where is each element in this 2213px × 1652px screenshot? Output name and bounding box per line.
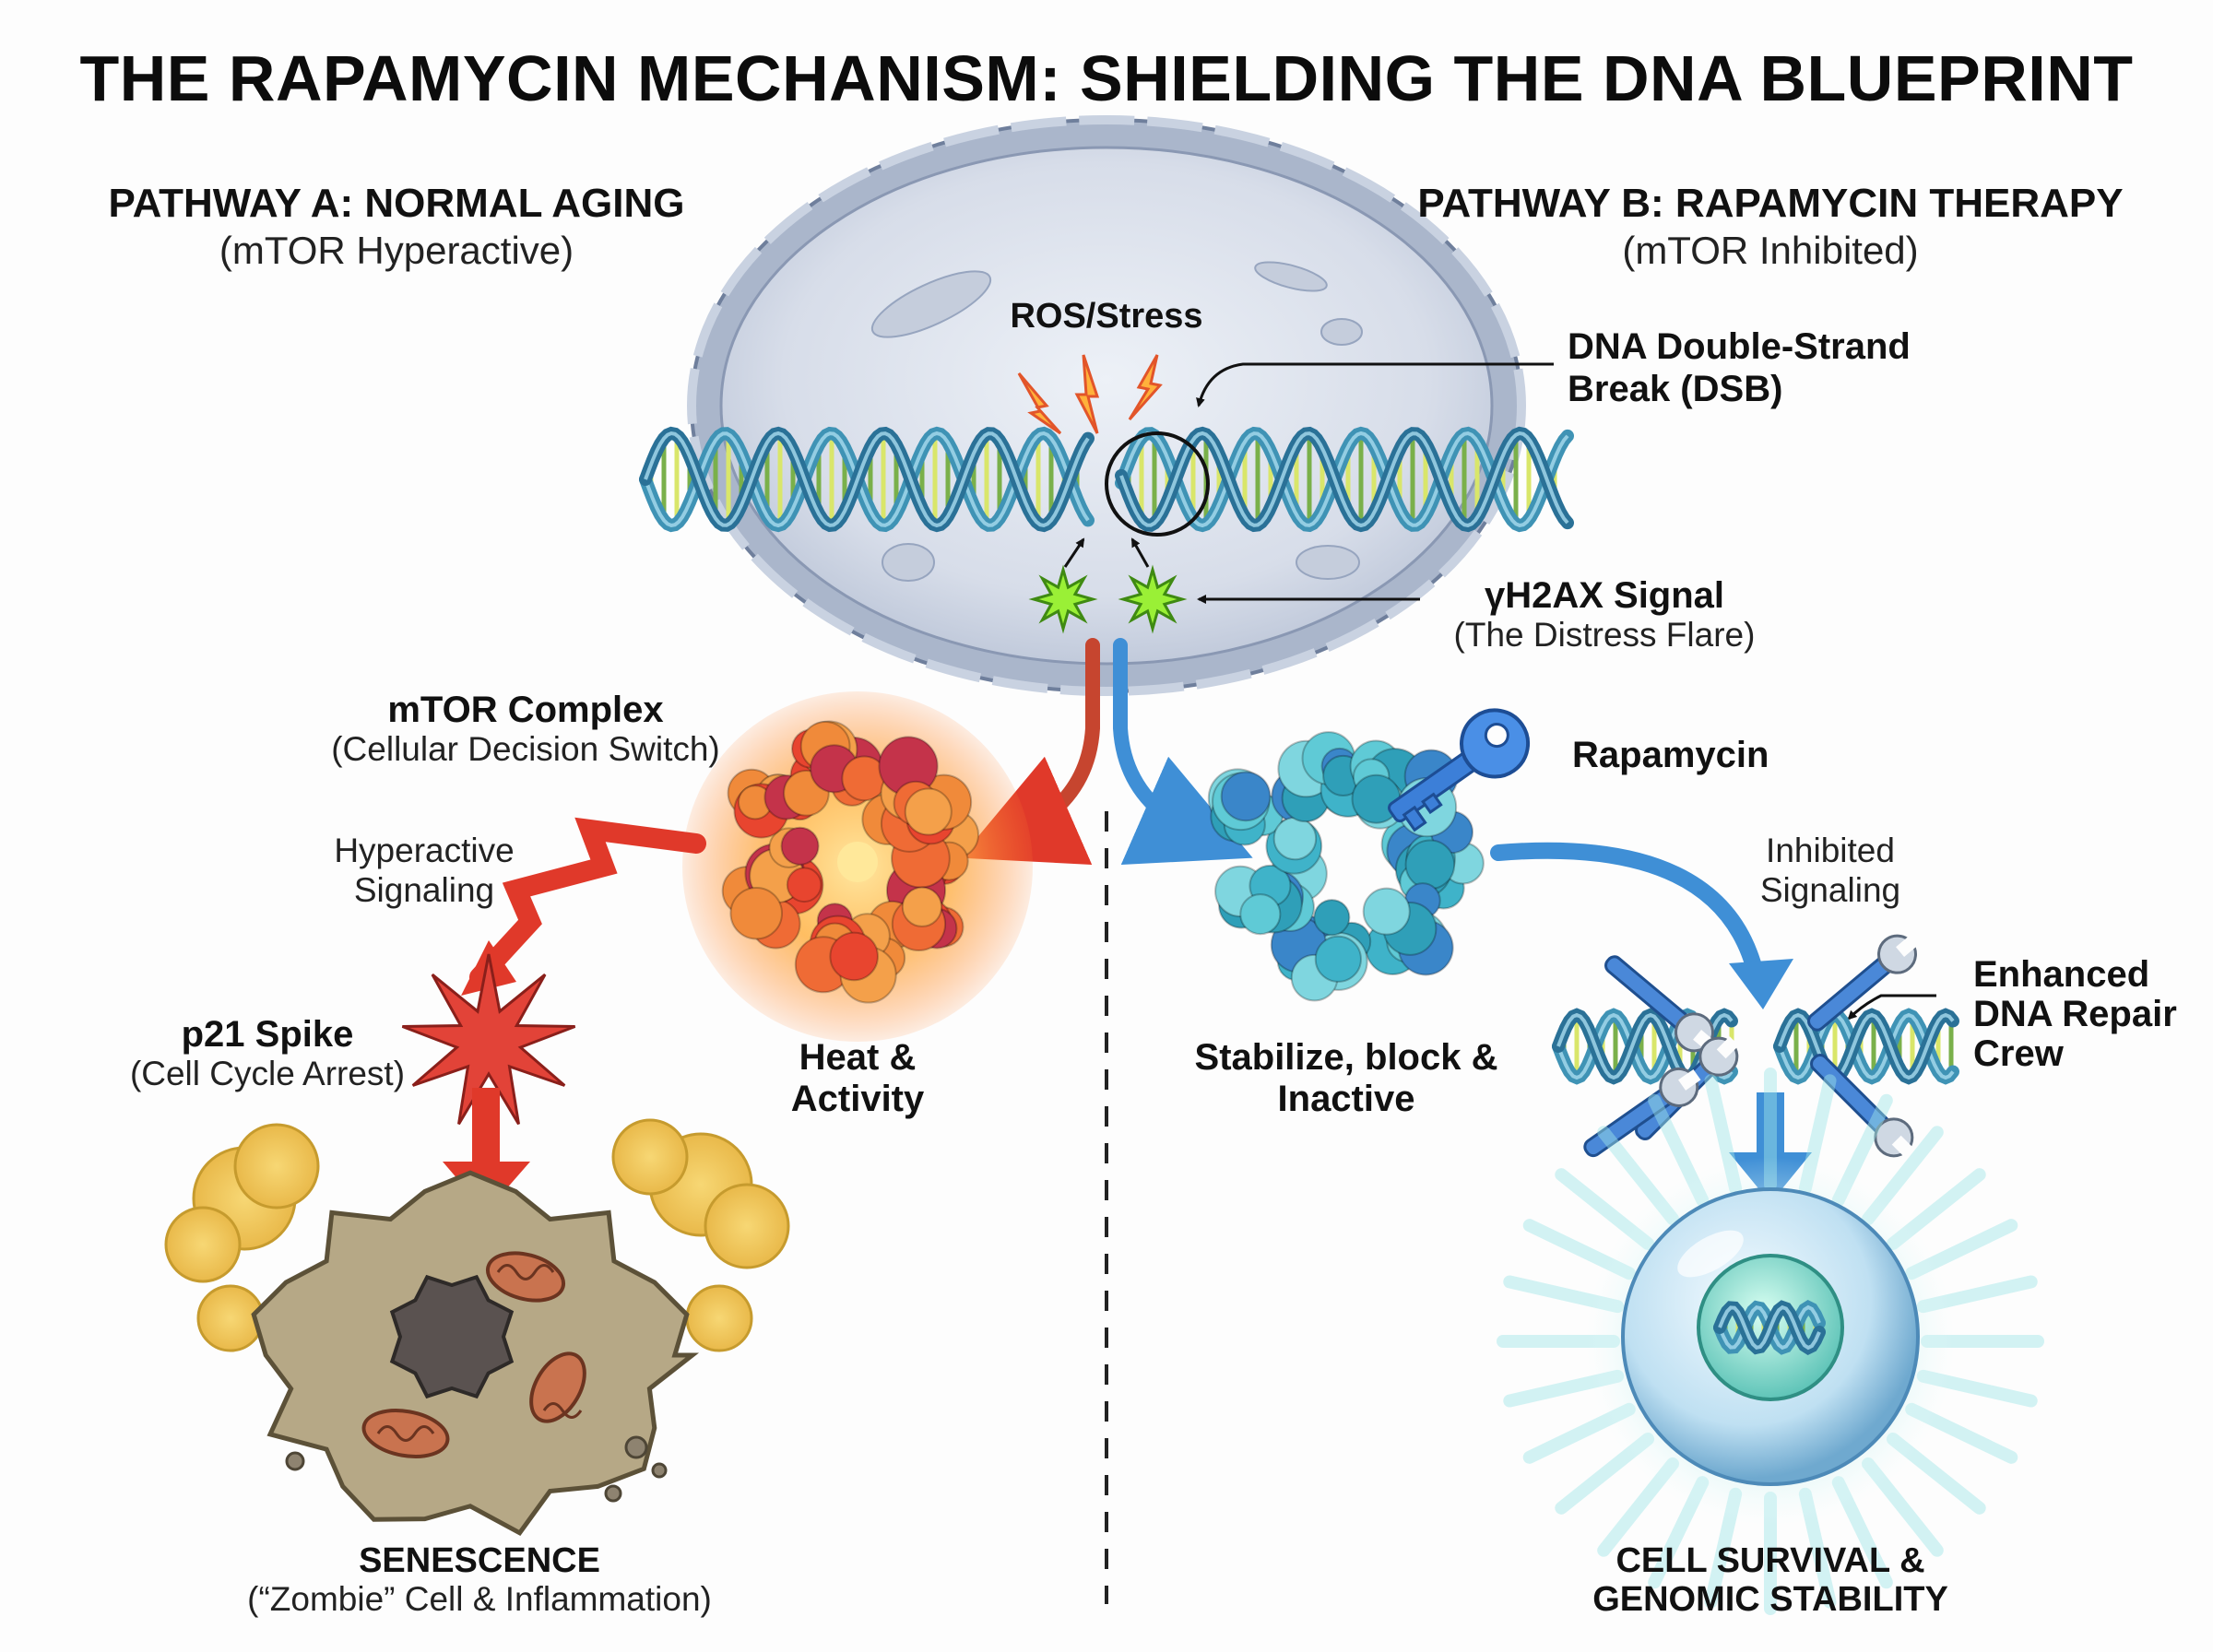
branch-arrows <box>960 638 1253 865</box>
mtor-complex-inhibited <box>1207 731 1485 1002</box>
ros-lightning-icons <box>1017 354 1163 435</box>
repair-dna-helix <box>1552 1008 1959 1085</box>
repair-crew-label-line1: Enhanced <box>1973 954 2150 995</box>
mtor-complex-hot <box>682 691 1033 1042</box>
callout-lines <box>1196 362 1936 1021</box>
stabilize-label-line2: Inactive <box>1277 1079 1415 1119</box>
heat-activity-label-line1: Heat & <box>799 1037 917 1078</box>
inhibited-signaling-arrow <box>1490 842 1793 1009</box>
pathway-a-subheading: (mTOR Hyperactive) <box>219 229 574 272</box>
gamma-h2ax-flare-icons <box>1028 564 1188 634</box>
senescence-label: SENESCENCE <box>359 1541 600 1580</box>
inhibited-signaling-label-line1: Inhibited <box>1766 832 1895 869</box>
p21-spike-label: p21 Spike <box>181 1014 354 1055</box>
pathway-a-heading: PATHWAY A: NORMAL AGING <box>108 181 685 226</box>
senescent-cell <box>164 1118 790 1537</box>
rapamycin-label: Rapamycin <box>1572 735 1769 775</box>
nucleus <box>687 115 1526 696</box>
inhibited-signaling-label-line2: Signaling <box>1759 871 1901 909</box>
repair-crew-label-line3: Crew <box>1973 1033 2064 1074</box>
heat-activity-label-line2: Activity <box>790 1079 925 1119</box>
dna-double-helix <box>639 426 1574 533</box>
cell-survival-label-line1: CELL SURVIVAL & <box>1615 1541 1925 1580</box>
dsb-label-line1: DNA Double-Strand <box>1568 326 1911 367</box>
mtor-complex-label: mTOR Complex <box>387 690 664 730</box>
page-title: THE RAPAMYCIN MECHANISM: SHIELDING THE D… <box>79 42 2134 114</box>
mtor-complex-sub: (Cellular Decision Switch) <box>331 730 720 768</box>
flare-pointer-arrows <box>1063 537 1150 568</box>
repair-crew-label-line2: DNA Repair <box>1973 994 2177 1034</box>
ros-stress-label: ROS/Stress <box>1010 297 1203 336</box>
p21-spike-sub: (Cell Cycle Arrest) <box>129 1055 406 1092</box>
p21-spike-icon <box>401 953 576 1126</box>
dsb-circle <box>1105 431 1210 537</box>
pathway-b-subheading: (mTOR Inhibited) <box>1622 229 1919 272</box>
repair-wrench-icons <box>1583 934 1919 1158</box>
hyperactive-signaling-label-line1: Hyperactive <box>334 832 515 869</box>
hyperactive-signaling-label-line2: Signaling <box>353 871 495 909</box>
senescence-sub: (“Zombie” Cell & Inflammation) <box>247 1580 712 1618</box>
gamma-h2ax-label: γH2AX Signal <box>1484 575 1725 616</box>
pathway-b-heading: PATHWAY B: RAPAMYCIN THERAPY <box>1417 181 2124 226</box>
cell-survival-label-line2: GENOMIC STABILITY <box>1592 1580 1948 1619</box>
healthy-dna-icon <box>1713 1299 1826 1356</box>
gamma-h2ax-sub: (The Distress Flare) <box>1453 616 1756 654</box>
dsb-label-line2: Break (DSB) <box>1568 369 1783 409</box>
stabilize-label-line1: Stabilize, block & <box>1194 1037 1498 1078</box>
rapamycin-key-icon <box>1388 708 1531 832</box>
healthy-cell <box>1497 1068 2044 1615</box>
